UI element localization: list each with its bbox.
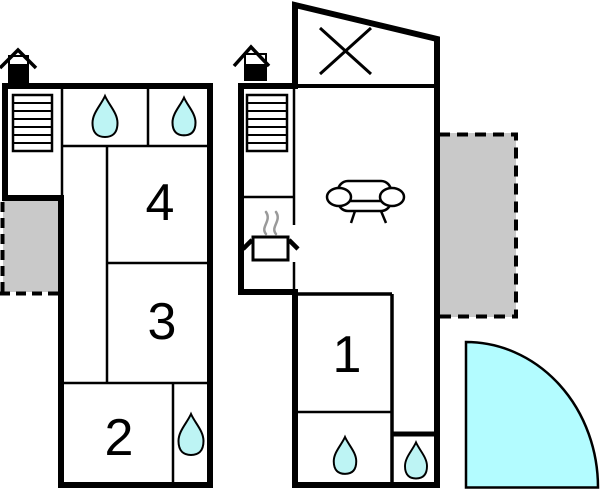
right-building-outer-walls: [238, 1, 440, 488]
right-building: 1: [232, 1, 440, 488]
chimney-icon: [0, 47, 38, 83]
water-drop-icon: [332, 434, 358, 475]
water-drop-icon: [171, 95, 197, 137]
chimney-roof: [232, 44, 271, 68]
stairs-icon: [11, 93, 54, 153]
pot-handles: [241, 238, 300, 251]
sofa-armrest: [325, 186, 353, 208]
right-terrace: [439, 132, 518, 319]
right-building-inner-walls: [241, 89, 392, 414]
right-terrace-dashed-border: [439, 132, 518, 319]
left-terrace: [0, 200, 62, 296]
room-3-label: 3: [148, 293, 177, 351]
room-1-label: 1: [333, 326, 362, 384]
chimney-box-fill: [9, 64, 28, 82]
room-1-walls: [295, 292, 394, 483]
sofa-armrest: [378, 186, 406, 208]
stairs-steps: [13, 102, 52, 144]
pot-body: [251, 235, 290, 262]
room-2-label: 2: [105, 409, 134, 467]
water-drop-icon: [91, 93, 119, 139]
room-4-label: 4: [146, 174, 175, 232]
stairs-outline: [11, 93, 54, 153]
water-drop-icon: [177, 411, 205, 457]
water-drop-icon: [404, 440, 428, 480]
left-terrace-dashed-border: [0, 202, 62, 296]
chimney-box-fill: [245, 64, 266, 80]
cross-icon: [318, 26, 373, 76]
right-terrace-area: [439, 133, 516, 317]
stairs-outline: [245, 93, 289, 153]
stairs-steps: [247, 102, 287, 144]
patio-quarter-circle: [464, 340, 600, 489]
sofa-icon: [325, 179, 406, 224]
steam-squiggle: [263, 210, 269, 236]
chimney-roof: [0, 47, 38, 70]
stairs-icon: [245, 93, 289, 153]
left-terrace-area: [3, 200, 59, 292]
sofa-legs: [349, 210, 388, 224]
left-building: 4 3 2: [0, 47, 213, 488]
stove-icon: [241, 210, 300, 262]
chimney-icon: [232, 44, 271, 81]
steam-squiggle: [273, 210, 279, 236]
left-building-inner-walls: [60, 89, 207, 483]
